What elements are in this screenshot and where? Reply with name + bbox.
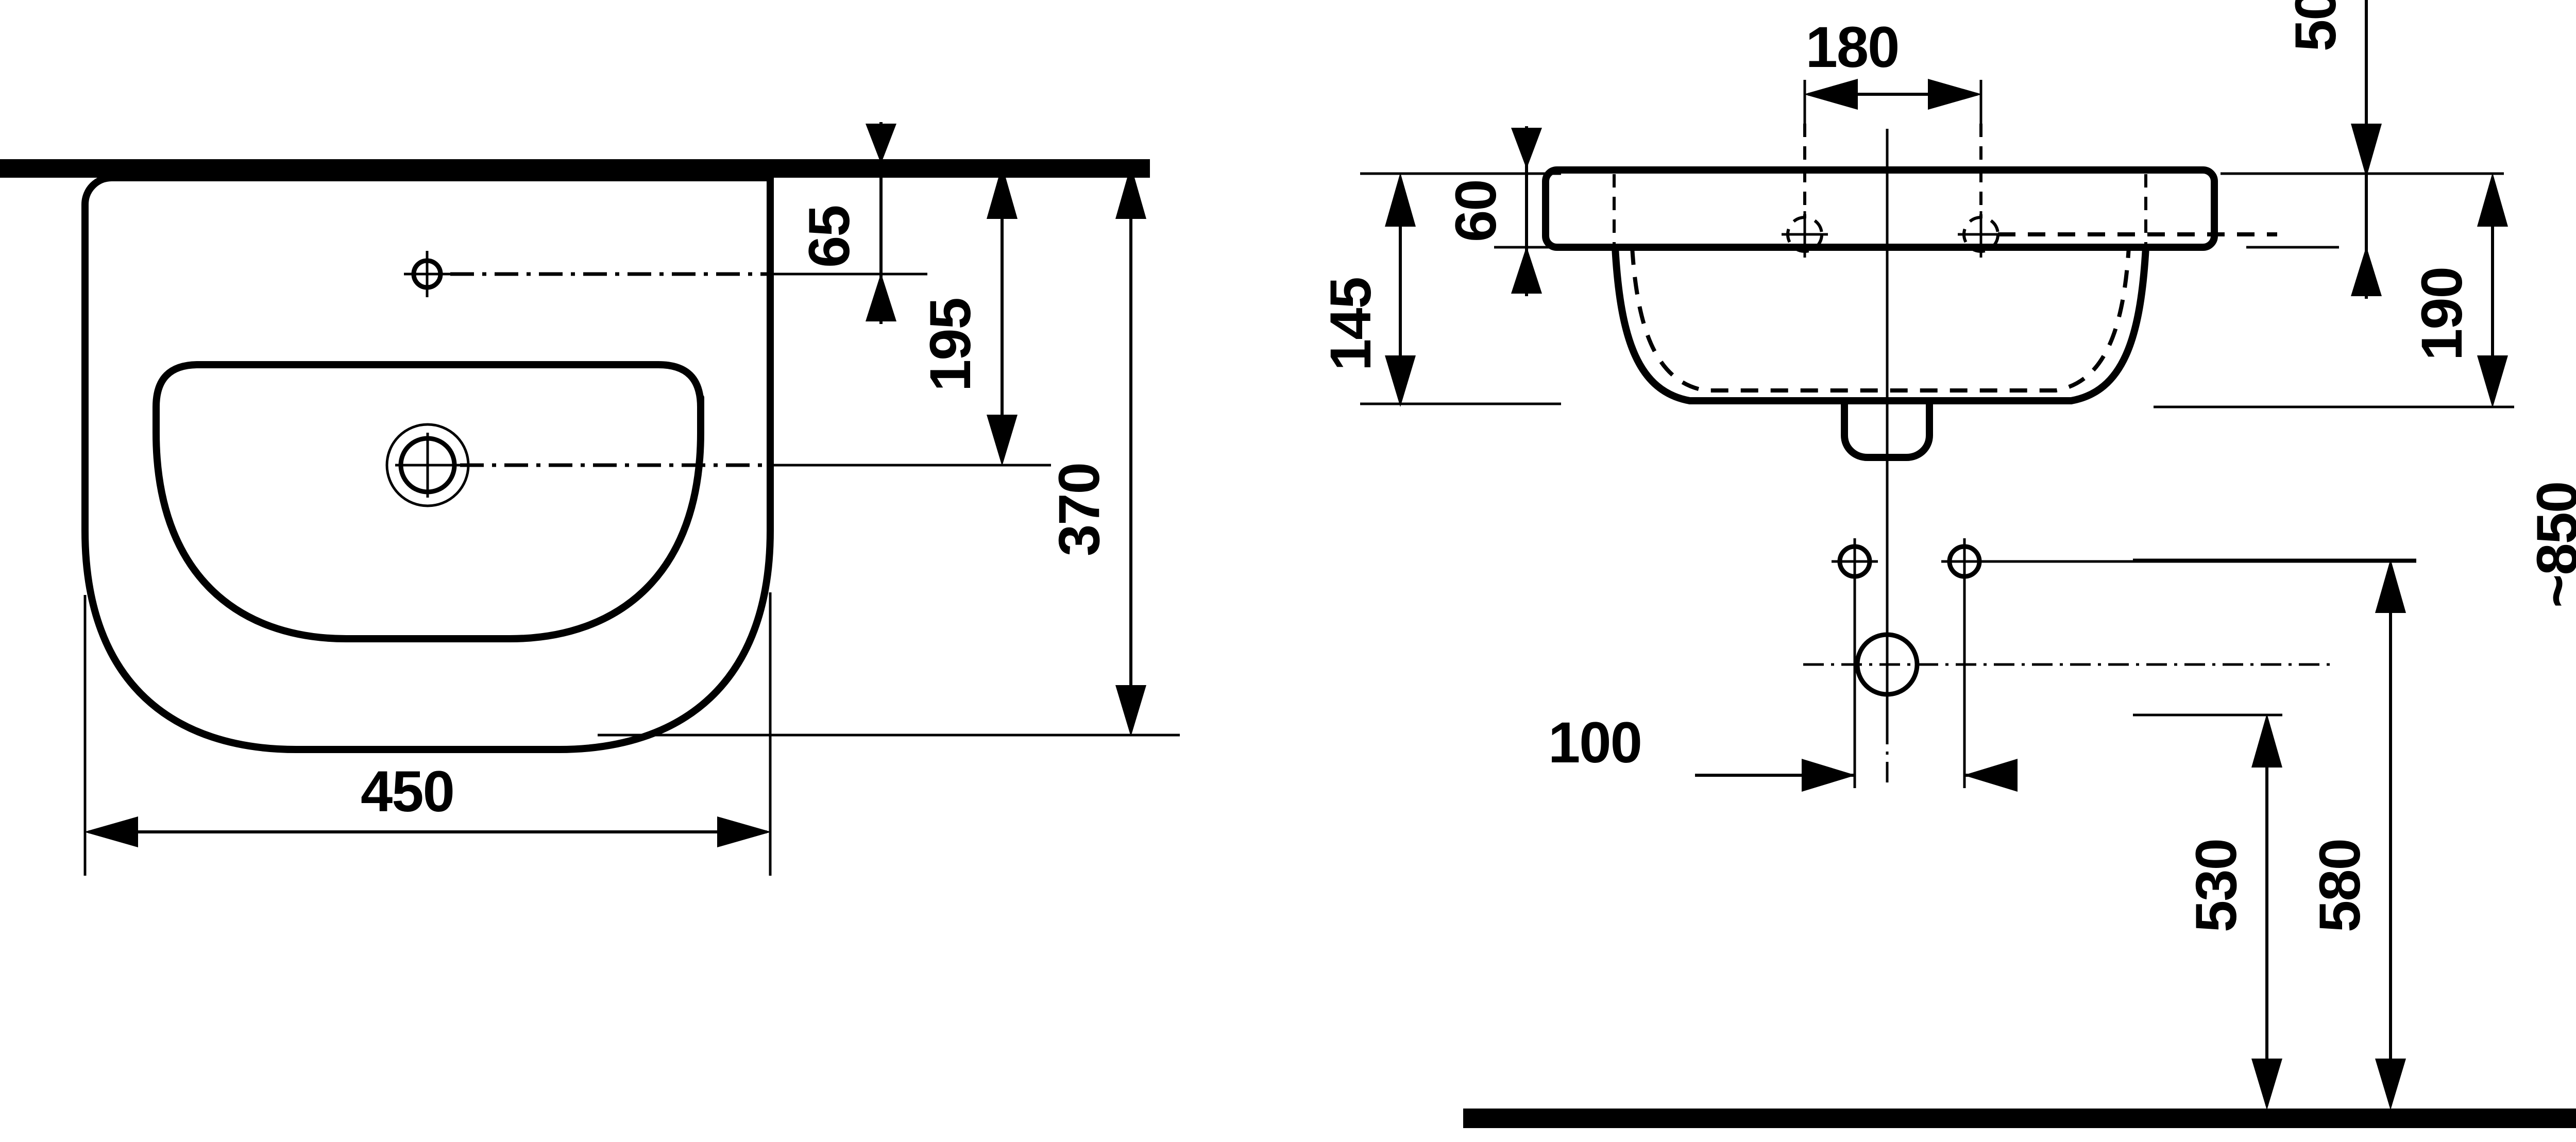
dimension-195: 195 xyxy=(770,165,1051,467)
dimension-50: 50 xyxy=(2221,0,2504,299)
dimension-label-50: 50 xyxy=(2283,0,2348,52)
floor-line xyxy=(1463,1109,2576,1128)
dimension-60: 60 xyxy=(1444,126,1561,296)
dimension-145: 145 xyxy=(1318,172,1561,407)
plan-view-group: 65 195 370 450 xyxy=(0,122,1180,876)
dimension-label-850: ~850 xyxy=(2525,482,2576,608)
dimension-label-530: 530 xyxy=(2184,839,2248,932)
dimension-530: 530 xyxy=(2133,713,2282,1110)
dimension-label-65: 65 xyxy=(797,206,861,268)
dimension-label-580: 580 xyxy=(2308,839,2372,932)
dimension-label-145: 145 xyxy=(1318,278,1383,371)
drain-hole-plan xyxy=(385,423,470,507)
bowl-outline-plan xyxy=(152,361,704,642)
dimension-label-195: 195 xyxy=(918,298,982,391)
rim-block-elevation xyxy=(1542,166,2218,251)
dimension-label-60: 60 xyxy=(1444,180,1508,242)
basin-outline-plan xyxy=(81,174,774,753)
bowl-inner-hidden-profile xyxy=(1630,247,2131,393)
dimension-180: 180 xyxy=(1803,15,1982,134)
dimension-850: ~850 xyxy=(2525,482,2576,608)
dimension-100: 100 xyxy=(1548,710,2018,792)
dimension-580: 580 xyxy=(2133,558,2416,1110)
dimension-label-370: 370 xyxy=(1047,463,1111,556)
dimension-65: 65 xyxy=(770,122,927,324)
bowl-profile-elevation xyxy=(1612,244,2149,404)
dimension-label-450: 450 xyxy=(361,759,454,824)
dimension-label-180: 180 xyxy=(1806,15,1899,79)
dimension-label-190: 190 xyxy=(2410,267,2474,361)
dimension-450: 450 xyxy=(83,592,772,876)
dimension-label-100: 100 xyxy=(1548,710,1641,775)
dimension-190: 190 xyxy=(2154,173,2514,408)
side-elevation-group: 180 145 60 50 xyxy=(1318,0,2576,1128)
dimension-370: 370 xyxy=(598,165,1180,737)
tap-hole-plan xyxy=(404,251,450,297)
